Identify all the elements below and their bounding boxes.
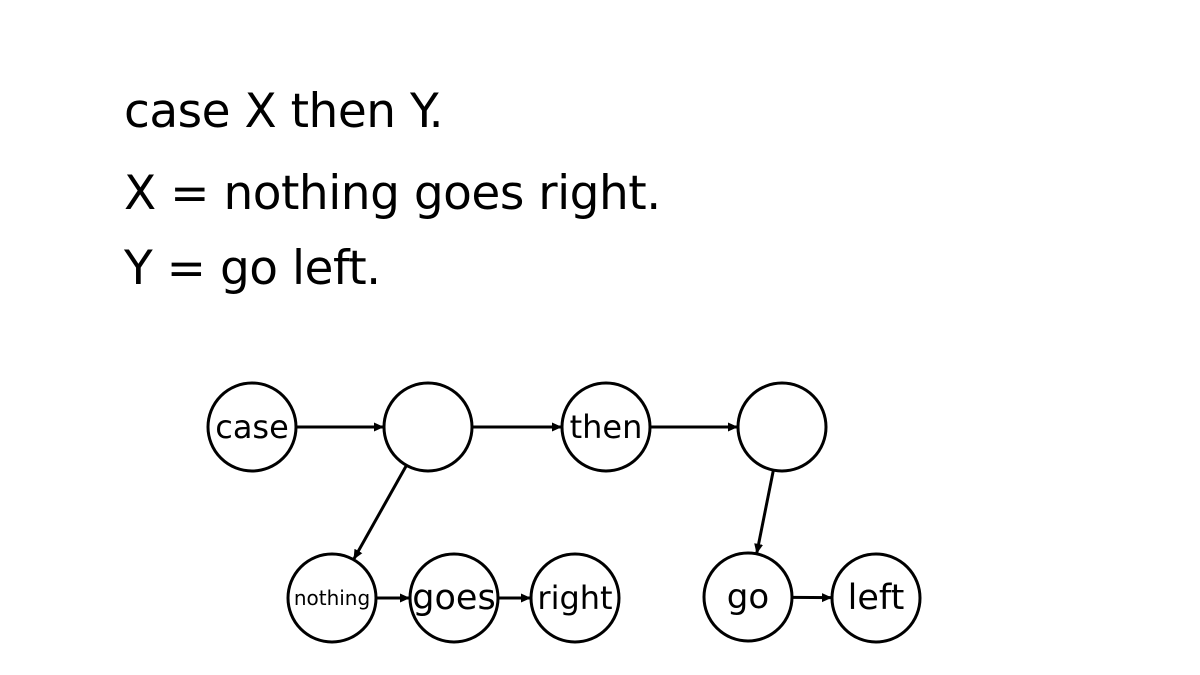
node-hub1	[382, 381, 474, 473]
node-circle	[408, 552, 500, 644]
node-circle	[206, 381, 298, 473]
node-circle	[736, 381, 828, 473]
node-left: left	[830, 552, 922, 644]
node-label: right	[537, 579, 612, 617]
definition-y-line: Y = go left.	[124, 241, 381, 296]
edge-hub1-to-nothing	[352, 464, 408, 560]
node-case: case	[206, 381, 298, 473]
node-then: then	[560, 381, 652, 473]
statement-line: case X then Y.	[124, 84, 444, 139]
node-label: case	[215, 408, 289, 446]
node-circle	[702, 551, 794, 643]
node-label: left	[848, 578, 905, 618]
node-circle	[529, 552, 621, 644]
definition-x-line: X = nothing goes right.	[124, 166, 661, 221]
node-goes: goes	[408, 552, 500, 644]
node-circle	[286, 552, 378, 644]
node-circle	[560, 381, 652, 473]
node-label: nothing	[294, 586, 370, 610]
node-hub2	[736, 381, 828, 473]
node-label: go	[727, 577, 769, 617]
node-circle	[830, 552, 922, 644]
edge-hub2-to-go	[754, 469, 775, 554]
node-circle	[382, 381, 474, 473]
node-label: goes	[412, 578, 495, 618]
node-go: go	[702, 551, 794, 643]
node-label: then	[570, 408, 643, 446]
node-right: right	[529, 552, 621, 644]
node-nothing: nothing	[286, 552, 378, 644]
